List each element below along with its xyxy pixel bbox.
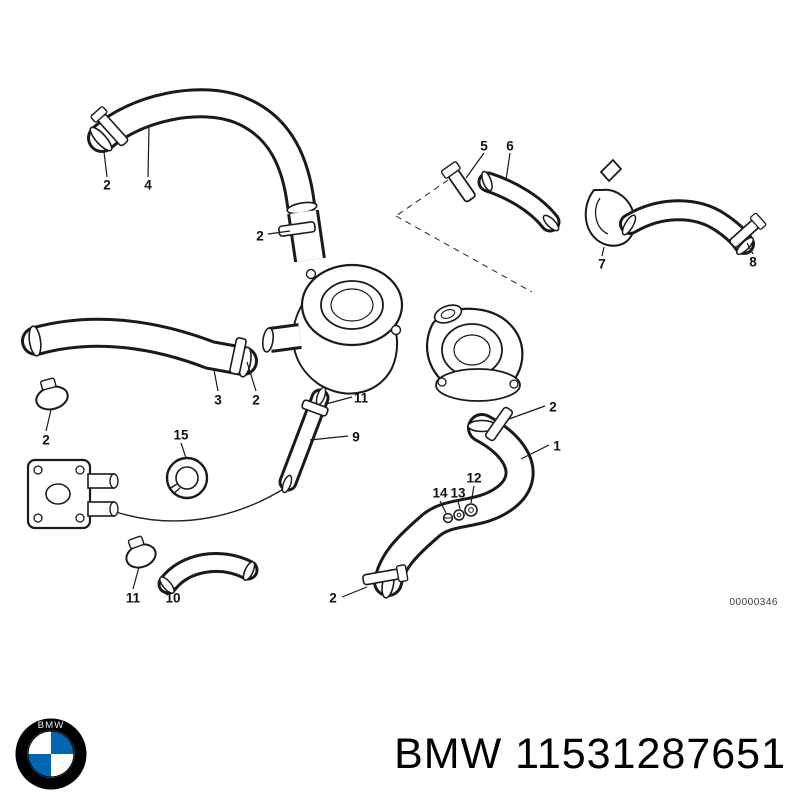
pump-cover (425, 304, 524, 402)
clamp-2-neck (278, 221, 316, 237)
vent-line (115, 487, 286, 522)
diagram-code: 00000346 (729, 597, 778, 608)
hose-6 (477, 170, 561, 233)
part-number: 11531287651 (515, 729, 786, 778)
part-label-15: 15 (173, 427, 189, 443)
flange-fitting (26, 458, 119, 530)
clamp-2-hose1-bottom (362, 564, 409, 586)
brand-name: BMW (394, 729, 503, 778)
part-label-4: 4 (144, 177, 152, 193)
part-label-6: 6 (506, 138, 514, 154)
part-label-2: 2 (252, 392, 260, 408)
part-label-11: 11 (125, 590, 141, 606)
hose-8 (619, 199, 755, 256)
hose-3 (21, 317, 258, 378)
part-label-9: 9 (352, 429, 360, 445)
part-label-13: 13 (450, 485, 466, 501)
part-label-2: 2 (42, 432, 50, 448)
leader-lines (45, 126, 754, 598)
thermostat-housing (261, 263, 404, 395)
clamp-2-hose3-right (229, 337, 247, 375)
part-label-8: 8 (749, 254, 757, 270)
part-label-7: 7 (598, 256, 606, 272)
thermostat-neck (287, 209, 326, 263)
part-label-10: 10 (165, 590, 181, 606)
bolt-12 (464, 503, 478, 517)
clamp-2-hose3-left (35, 377, 69, 411)
part-label-2: 2 (256, 228, 264, 244)
nut-14 (442, 512, 454, 524)
clamp-8 (729, 212, 767, 249)
part-label-11: 11 (353, 390, 369, 406)
clamp-11-tube9 (301, 399, 329, 417)
washer-13 (453, 509, 465, 521)
bmw-roundel-icon: BMW (15, 718, 87, 790)
ring-15 (165, 456, 209, 500)
construction-lines (395, 179, 533, 293)
parts-diagram (21, 88, 767, 599)
part-label-2: 2 (549, 399, 557, 415)
clamp-5 (440, 161, 476, 203)
hose-4 (87, 88, 318, 220)
hose-10 (157, 552, 259, 595)
clamp-2-hose4 (90, 106, 129, 147)
part-label-14: 14 (432, 485, 448, 501)
clamp-11-bottom (125, 535, 157, 569)
part-label-5: 5 (480, 138, 488, 154)
footer: BMW BMW 11531287651 (0, 714, 800, 800)
brand-part-number: BMW 11531287651 (394, 730, 786, 779)
clamp-2-hose1-top (484, 406, 514, 442)
part-label-1: 1 (553, 438, 561, 454)
part-label-2: 2 (329, 590, 337, 606)
part-label-3: 3 (214, 392, 222, 408)
bmw-roundel-label: BMW (38, 720, 65, 731)
part-label-12: 12 (466, 470, 482, 486)
part-label-2: 2 (103, 177, 111, 193)
